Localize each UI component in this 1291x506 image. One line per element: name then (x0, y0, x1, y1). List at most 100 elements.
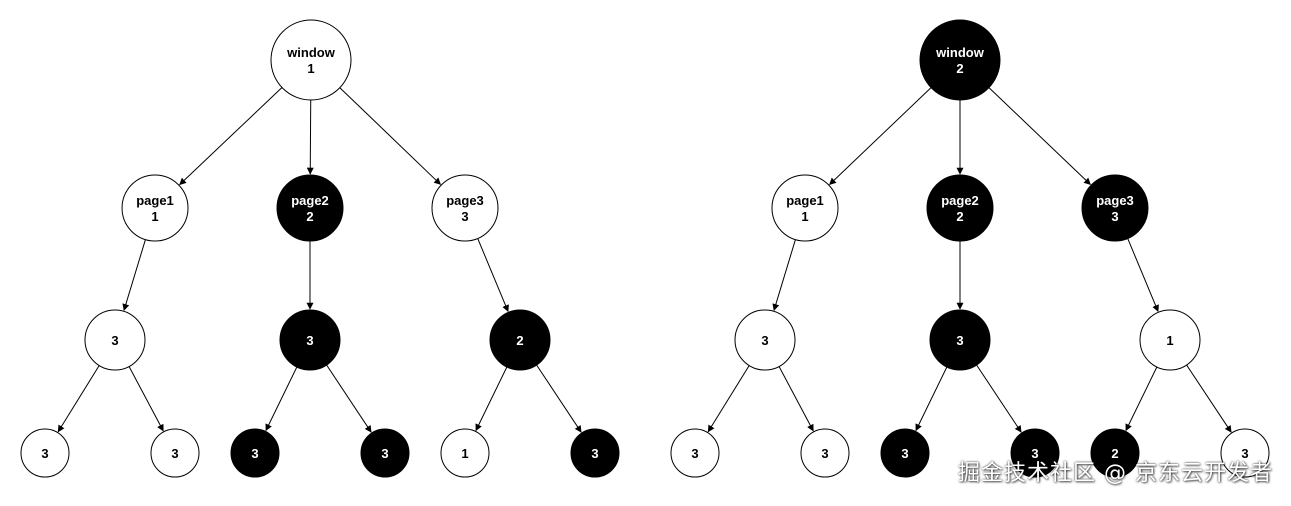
node-circle (20, 428, 70, 478)
node-label: page3 (1096, 193, 1134, 208)
node-value: 2 (1111, 446, 1118, 461)
node-value: 3 (901, 446, 908, 461)
node-value: 2 (516, 333, 523, 348)
node-circle (670, 428, 720, 478)
edge-p3-child-to-p3-leaf-b (1186, 364, 1232, 433)
node-value: 1 (307, 61, 314, 76)
edge-window-to-page3 (988, 87, 1091, 186)
node-value: 2 (956, 209, 963, 224)
node-p2-child: 3 (279, 309, 341, 371)
node-p3-leaf-a: 1 (440, 428, 490, 478)
node-value: 3 (1241, 446, 1248, 461)
node-p1-child: 3 (734, 309, 796, 371)
node-circle (880, 428, 930, 478)
node-p1-child: 3 (84, 309, 146, 371)
node-circle (1081, 174, 1149, 242)
node-p2-leaf-b: 3 (360, 428, 410, 478)
node-value: 1 (801, 209, 808, 224)
edge-window-to-page1 (829, 87, 932, 186)
edge-p3-child-to-p3-leaf-a (475, 366, 508, 432)
node-circle (929, 309, 991, 371)
edge-p3-child-to-p3-leaf-b (536, 364, 582, 433)
node-circle (150, 428, 200, 478)
node-label: page2 (941, 193, 979, 208)
edge-p1-child-to-p1-leaf-a (707, 365, 750, 433)
node-value: 3 (171, 446, 178, 461)
node-value: 3 (821, 446, 828, 461)
node-circle (440, 428, 490, 478)
node-circle (489, 309, 551, 371)
edge-window-to-page2 (306, 99, 314, 175)
node-circle (270, 19, 352, 101)
node-circle (734, 309, 796, 371)
node-circle (771, 174, 839, 242)
node-label: page1 (136, 193, 174, 208)
edge-p2-child-to-p2-leaf-a (915, 366, 948, 432)
node-p1-leaf-a: 3 (20, 428, 70, 478)
edge-page1-to-p1-child (772, 239, 796, 312)
node-p3-leaf-a: 2 (1090, 428, 1140, 478)
edge-p1-child-to-p1-leaf-b (128, 366, 164, 432)
node-p3-leaf-b: 3 (570, 428, 620, 478)
node-p2-leaf-b: 3 (1010, 428, 1060, 478)
edge-p2-child-to-p2-leaf-b (976, 364, 1022, 433)
node-circle (570, 428, 620, 478)
node-circle (360, 428, 410, 478)
node-circle (121, 174, 189, 242)
node-circle (800, 428, 850, 478)
node-value: 3 (691, 446, 698, 461)
node-label: window (286, 45, 336, 60)
edge-window-to-page3 (339, 87, 441, 185)
node-circle (919, 19, 1001, 101)
node-label: page2 (291, 193, 329, 208)
node-circle (1139, 309, 1201, 371)
node-circle (1220, 428, 1270, 478)
node-circle (230, 428, 280, 478)
edge-p1-child-to-p1-leaf-a (57, 365, 100, 433)
node-value: 3 (1111, 209, 1118, 224)
node-circle (84, 309, 146, 371)
node-p2-child: 3 (929, 309, 991, 371)
watermark-text: 掘金技术社区 @ 京东云开发者 (958, 461, 1273, 486)
node-value: 3 (761, 333, 768, 348)
node-value: 1 (461, 446, 468, 461)
node-value: 3 (251, 446, 258, 461)
node-value: 1 (1166, 333, 1173, 348)
node-value: 2 (306, 209, 313, 224)
node-p3-child: 1 (1139, 309, 1201, 371)
node-circle (431, 174, 499, 242)
node-value: 3 (1031, 446, 1038, 461)
edge-p2-child-to-p2-leaf-a (265, 366, 298, 432)
node-p1-leaf-b: 3 (150, 428, 200, 478)
edge-p2-child-to-p2-leaf-b (326, 364, 372, 433)
node-value: 1 (151, 209, 158, 224)
node-p3-child: 2 (489, 309, 551, 371)
node-label: window (935, 45, 985, 60)
node-value: 3 (41, 446, 48, 461)
node-circle (279, 309, 341, 371)
node-value: 2 (956, 61, 963, 76)
node-value: 3 (111, 333, 118, 348)
edge-p1-child-to-p1-leaf-b (778, 366, 814, 432)
node-circle (1010, 428, 1060, 478)
node-circle (926, 174, 994, 242)
edge-page3-to-p3-child (477, 238, 509, 313)
edge-p3-child-to-p3-leaf-a (1125, 366, 1158, 432)
edge-window-to-page1 (179, 87, 283, 186)
node-value: 3 (461, 209, 468, 224)
node-value: 3 (381, 446, 388, 461)
node-value: 3 (306, 333, 313, 348)
node-p2-leaf-a: 3 (880, 428, 930, 478)
edge-page3-to-p3-child (1127, 238, 1159, 313)
